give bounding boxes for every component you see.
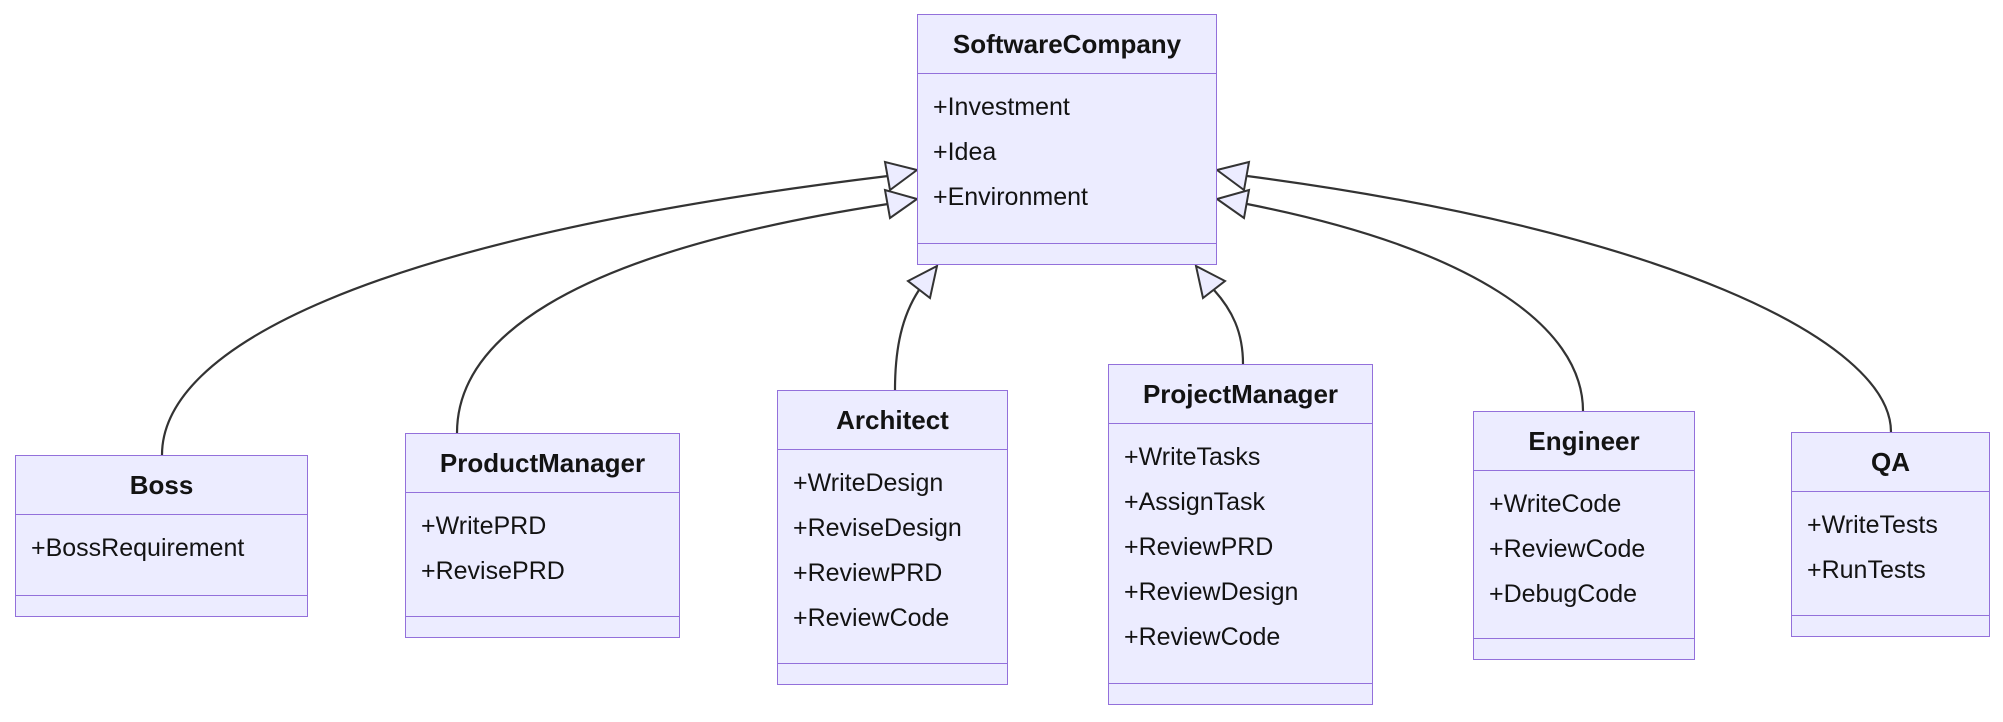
edge-productmanager-to-softwarecompany bbox=[455, 202, 889, 434]
edge-projectmanager-to-softwarecompany bbox=[1213, 289, 1245, 365]
class-members: +WriteTasks +AssignTask +ReviewPRD +Revi… bbox=[1109, 424, 1372, 684]
class-member: +ReviewDesign bbox=[1124, 578, 1299, 606]
class-node-architect: Architect +WriteDesign +ReviseDesign +Re… bbox=[777, 390, 1008, 685]
class-member: +ReviewPRD bbox=[793, 559, 943, 587]
inheritance-arrowhead-engineer-icon bbox=[1214, 188, 1251, 220]
class-member: +ReviewCode bbox=[1124, 623, 1281, 651]
class-member: +DebugCode bbox=[1489, 580, 1638, 608]
inheritance-arrowhead-architect-icon bbox=[906, 264, 939, 300]
class-member: +Investment bbox=[933, 93, 1070, 121]
edge-engineer-to-softwarecompany bbox=[1246, 202, 1585, 412]
class-members: +Investment +Idea +Environment bbox=[918, 74, 1216, 244]
class-member: +WriteCode bbox=[1489, 490, 1622, 518]
class-name: ProjectManager bbox=[1109, 365, 1372, 424]
edge-qa-to-softwarecompany bbox=[1246, 174, 1893, 433]
class-methods-empty-section bbox=[1109, 684, 1372, 704]
class-name: Architect bbox=[778, 391, 1007, 450]
class-member: +WriteDesign bbox=[793, 469, 944, 497]
class-name: QA bbox=[1792, 433, 1989, 492]
class-name: ProductManager bbox=[406, 434, 679, 493]
class-node-projectmanager: ProjectManager +WriteTasks +AssignTask +… bbox=[1108, 364, 1373, 705]
class-member: +Environment bbox=[933, 183, 1088, 211]
class-member: +WriteTests bbox=[1807, 511, 1938, 539]
class-methods-empty-section bbox=[1792, 616, 1989, 636]
class-member: +WriteTasks bbox=[1124, 443, 1261, 471]
class-member: +ReviseDesign bbox=[793, 514, 962, 542]
class-node-productmanager: ProductManager +WritePRD +RevisePRD bbox=[405, 433, 680, 638]
class-node-boss: Boss +BossRequirement bbox=[15, 455, 308, 617]
class-methods-empty-section bbox=[918, 244, 1216, 264]
class-member: +ReviewPRD bbox=[1124, 533, 1274, 561]
class-members: +WritePRD +RevisePRD bbox=[406, 493, 679, 617]
class-methods-empty-section bbox=[778, 664, 1007, 684]
class-member: +ReviewCode bbox=[1489, 535, 1646, 563]
class-member: +WritePRD bbox=[421, 512, 547, 540]
class-node-engineer: Engineer +WriteCode +ReviewCode +DebugCo… bbox=[1473, 411, 1695, 660]
class-member: +ReviewCode bbox=[793, 604, 950, 632]
class-node-qa: QA +WriteTests +RunTests bbox=[1791, 432, 1990, 637]
class-members: +WriteDesign +ReviseDesign +ReviewPRD +R… bbox=[778, 450, 1007, 664]
inheritance-arrowhead-qa-icon bbox=[1214, 160, 1251, 192]
class-name: SoftwareCompany bbox=[918, 15, 1216, 74]
class-member: +AssignTask bbox=[1124, 488, 1266, 516]
class-methods-empty-section bbox=[1474, 639, 1694, 659]
class-member: +RevisePRD bbox=[421, 557, 565, 585]
class-member: +RunTests bbox=[1807, 556, 1926, 584]
inheritance-arrowhead-boss-icon bbox=[883, 160, 920, 192]
class-members: +WriteCode +ReviewCode +DebugCode bbox=[1474, 471, 1694, 639]
edge-architect-to-softwarecompany bbox=[893, 289, 920, 391]
class-member: +Idea bbox=[933, 138, 997, 166]
class-methods-empty-section bbox=[16, 596, 307, 616]
class-name: Boss bbox=[16, 456, 307, 515]
inheritance-arrowhead-productmanager-icon bbox=[883, 188, 920, 220]
class-node-softwarecompany: SoftwareCompany +Investment +Idea +Envir… bbox=[917, 14, 1217, 265]
edge-boss-to-softwarecompany bbox=[160, 174, 889, 456]
class-members: +WriteTests +RunTests bbox=[1792, 492, 1989, 616]
inheritance-arrowhead-projectmanager-icon bbox=[1194, 264, 1227, 300]
class-member: +BossRequirement bbox=[31, 534, 245, 562]
class-name: Engineer bbox=[1474, 412, 1694, 471]
class-members: +BossRequirement bbox=[16, 515, 307, 596]
class-methods-empty-section bbox=[406, 617, 679, 637]
